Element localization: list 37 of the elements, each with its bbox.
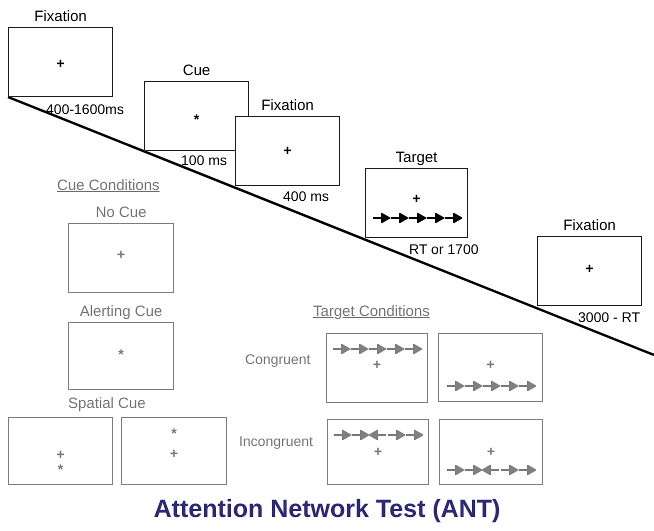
screen-frame xyxy=(121,417,227,485)
screen-frame xyxy=(8,417,113,485)
stimulus-symbol: * xyxy=(170,426,178,440)
condition-label: Incongruent xyxy=(239,434,313,448)
screen-title: Alerting Cue xyxy=(78,304,164,319)
screen-title: No Cue xyxy=(94,205,148,220)
duration-label: 3000 - RT xyxy=(578,310,640,324)
stimulus-symbol: + xyxy=(372,444,384,458)
stimulus-symbol: + xyxy=(411,191,422,205)
duration-label: 100 ms xyxy=(181,153,227,167)
stimulus-symbol: + xyxy=(116,247,126,261)
screen-title: Target xyxy=(394,150,438,165)
stimulus-symbol: + xyxy=(55,56,66,70)
stimulus-symbol: * xyxy=(192,112,200,126)
screen-frame xyxy=(438,333,543,402)
diagram-title: Attention Network Test (ANT) xyxy=(152,497,502,522)
screen-title: Fixation xyxy=(562,218,617,233)
screen-title: Fixation xyxy=(260,98,315,113)
stimulus-symbol: + xyxy=(55,447,66,461)
screen-title: Cue xyxy=(182,63,212,78)
stimulus-symbol: + xyxy=(168,446,180,460)
duration-label: 400 ms xyxy=(283,189,329,203)
stimulus-symbol: + xyxy=(282,143,293,157)
condition-label: Congruent xyxy=(245,352,310,366)
duration-label: RT or 1700 xyxy=(409,242,479,256)
stimulus-symbol: + xyxy=(584,261,595,275)
duration-label: 400-1600ms xyxy=(46,102,124,116)
stimulus-symbol: * xyxy=(117,347,125,361)
section-heading: Cue Conditions xyxy=(57,178,160,193)
stimulus-symbol: + xyxy=(372,357,382,371)
stimulus-symbol: + xyxy=(486,444,496,458)
screen-frame xyxy=(439,419,543,485)
condition-title: Spatial Cue xyxy=(68,396,146,411)
stimulus-symbol: + xyxy=(485,357,496,371)
screen-title: Fixation xyxy=(33,9,88,24)
section-heading: Target Conditions xyxy=(313,304,430,319)
stimulus-symbol: * xyxy=(56,462,64,476)
